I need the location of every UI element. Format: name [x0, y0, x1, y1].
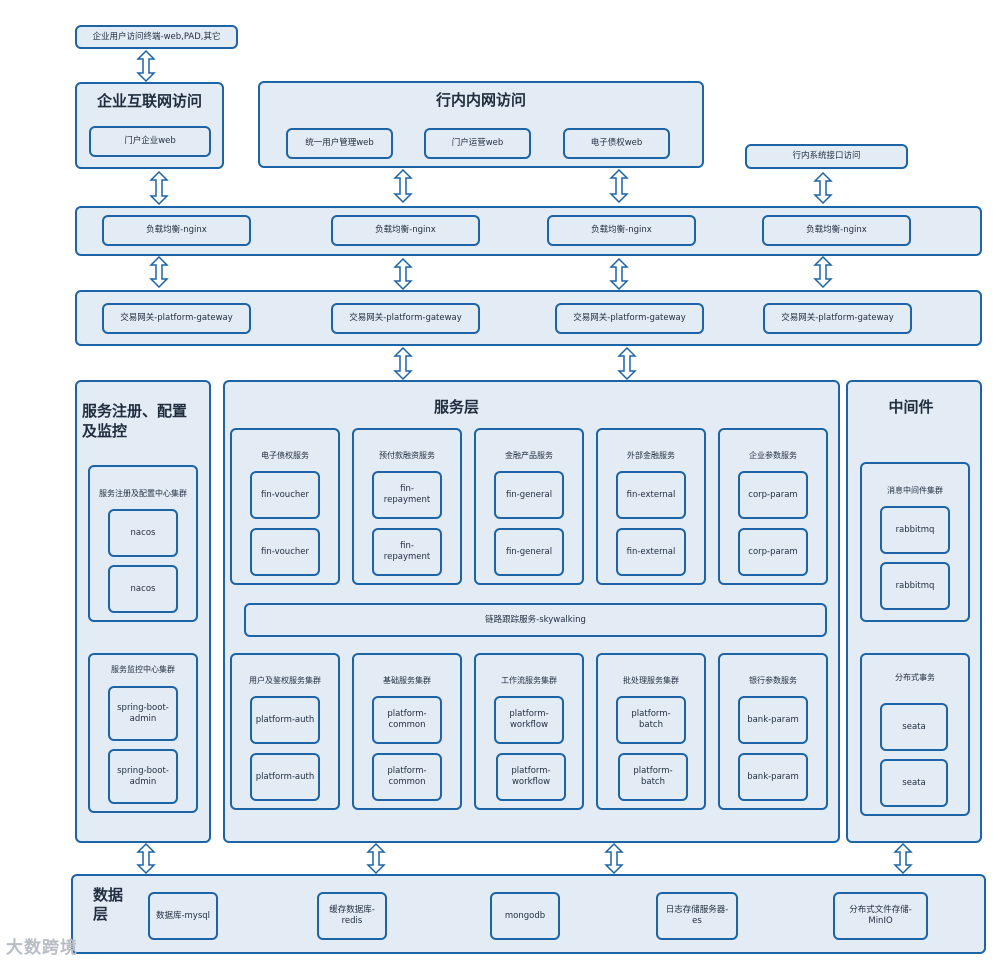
arrow-gateway-service-1 — [393, 347, 413, 380]
service-group-title: 预付款融资服务 — [379, 451, 435, 460]
arrow-nginx-gateway-4 — [813, 256, 833, 288]
service-group-title: 用户及鉴权服务集群 — [249, 676, 321, 685]
platform-common-node-1: platform-common — [372, 696, 442, 744]
fin-repayment-node-2: fin-repayment — [372, 528, 442, 576]
platform-batch-node-2: platform-batch — [618, 753, 688, 801]
nacos-node-1: nacos — [108, 509, 178, 557]
nginx-node-3: 负载均衡-nginx — [547, 215, 696, 246]
service-group-title: 基础服务集群 — [383, 676, 431, 685]
data-layer-title: 数据层 — [93, 886, 124, 923]
bank-param-node-1: bank-param — [738, 696, 808, 744]
fin-voucher-node-1: fin-voucher — [250, 471, 320, 519]
gateway-node-3: 交易网关-platform-gateway — [555, 303, 704, 334]
corp-param-node-1: corp-param — [738, 471, 808, 519]
arrow-terminal-internet — [136, 50, 156, 82]
portal-web-node: 门户企业web — [89, 126, 211, 157]
fin-general-node-2: fin-general — [494, 528, 564, 576]
arrow-registry-data — [136, 843, 156, 874]
bank-param-node-2: bank-param — [738, 753, 808, 801]
e-voucher-web-node: 电子债权web — [563, 128, 670, 159]
arrow-intranet-nginx-1 — [393, 169, 413, 203]
config-cluster-title: 服务注册及配置中心集群 — [99, 489, 187, 498]
registry-title: 服务注册、配置及监控 — [82, 402, 188, 440]
gateway-node-4: 交易网关-platform-gateway — [763, 303, 912, 334]
internet-access-title: 企业互联网访问 — [96, 92, 202, 110]
service-group-title: 批处理服务集群 — [623, 676, 679, 685]
service-group-title: 银行参数服务 — [749, 676, 797, 685]
mysql-node: 数据库-mysql — [148, 892, 218, 940]
arrow-nginx-gateway-1 — [149, 256, 169, 288]
service-group-title: 工作流服务集群 — [501, 676, 557, 685]
nginx-node-1: 负载均衡-nginx — [102, 215, 251, 246]
nacos-node-2: nacos — [108, 565, 178, 613]
nginx-node-2: 负载均衡-nginx — [331, 215, 480, 246]
corp-param-node-2: corp-param — [738, 528, 808, 576]
gateway-node-1: 交易网关-platform-gateway — [102, 303, 251, 334]
service-layer-title: 服务层 — [433, 398, 479, 416]
seata-node-2: seata — [880, 759, 948, 807]
admin-node-2: spring-boot-admin — [108, 749, 178, 804]
watermark-text: 大数跨境 — [6, 938, 78, 958]
rabbitmq-node-2: rabbitmq — [880, 562, 950, 610]
es-node: 日志存储服务器-es — [656, 892, 738, 940]
portal-ops-web-node: 门户运营web — [424, 128, 531, 159]
redis-node: 缓存数据库-redis — [317, 892, 387, 940]
enterprise-terminal-box: 企业用户访问终端-web,PAD,其它 — [75, 25, 238, 49]
nginx-node-4: 负载均衡-nginx — [762, 215, 911, 246]
platform-workflow-node-1: platform-workflow — [494, 696, 564, 744]
platform-auth-node-1: platform-auth — [250, 696, 320, 744]
platform-batch-node-1: platform-batch — [616, 696, 686, 744]
arrow-nginx-gateway-2 — [393, 258, 413, 290]
intranet-access-title: 行内内网访问 — [435, 91, 526, 109]
tracing-skywalking-bar: 链路跟踪服务-skywalking — [244, 603, 827, 637]
fin-general-node-1: fin-general — [494, 471, 564, 519]
service-group-title: 电子债权服务 — [261, 451, 309, 460]
gateway-node-2: 交易网关-platform-gateway — [331, 303, 480, 334]
middleware-title: 中间件 — [888, 398, 934, 416]
unified-user-web-node: 统一用户管理web — [286, 128, 393, 159]
service-group-title: 企业参数服务 — [749, 451, 797, 460]
arrow-service-data-1 — [366, 843, 386, 874]
system-interface-box: 行内系统接口访问 — [745, 144, 908, 169]
fin-external-node-2: fin-external — [616, 528, 686, 576]
fin-repayment-node-1: fin-repayment — [372, 471, 442, 519]
service-group-common — [352, 653, 462, 810]
fin-voucher-node-2: fin-voucher — [250, 528, 320, 576]
mongodb-node: mongodb — [490, 892, 560, 940]
rabbitmq-node-1: rabbitmq — [880, 506, 950, 554]
fin-external-node-1: fin-external — [616, 471, 686, 519]
admin-node-1: spring-boot-admin — [108, 686, 178, 741]
arrow-gateway-service-2 — [617, 347, 637, 380]
arrow-internet-nginx — [149, 171, 169, 205]
service-group-title: 金融产品服务 — [505, 451, 553, 460]
arrow-intranet-nginx-2 — [609, 169, 629, 203]
arrow-interface-nginx — [813, 172, 833, 204]
mq-cluster-title: 消息中间件集群 — [887, 486, 943, 495]
arrow-service-data-2 — [604, 843, 624, 874]
arrow-nginx-gateway-3 — [609, 258, 629, 290]
minio-node: 分布式文件存储-MinIO — [833, 892, 928, 940]
arrow-middleware-data — [893, 843, 913, 874]
platform-common-node-2: platform-common — [372, 753, 442, 801]
platform-auth-node-2: platform-auth — [250, 753, 320, 801]
tx-title: 分布式事务 — [895, 673, 935, 682]
platform-workflow-node-2: platform-workflow — [496, 753, 566, 801]
service-group-title: 外部金融服务 — [627, 451, 675, 460]
seata-node-1: seata — [880, 703, 948, 751]
monitor-cluster-title: 服务监控中心集群 — [111, 665, 175, 674]
